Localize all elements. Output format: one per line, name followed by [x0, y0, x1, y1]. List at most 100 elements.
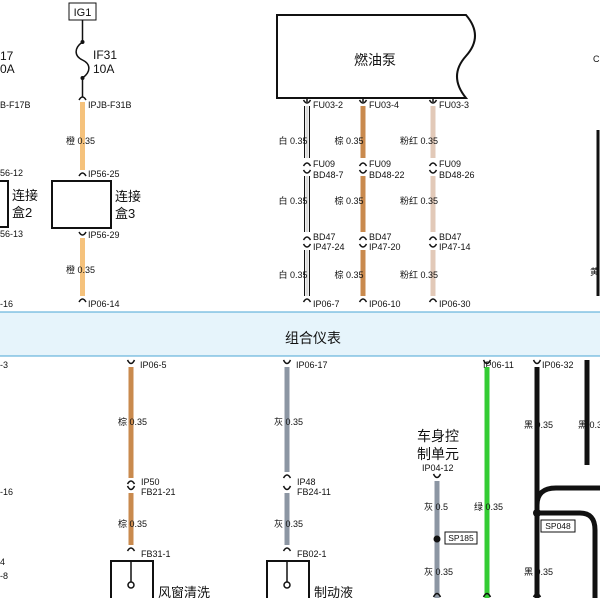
left-connector-b: 56-13 — [0, 229, 23, 239]
connector-pin-icon — [302, 99, 312, 104]
connector-pin-icon — [428, 99, 438, 104]
connector-pin-icon — [78, 172, 87, 177]
connector-pin-icon — [358, 298, 368, 303]
fuel-connector-a1: FU09 — [313, 159, 335, 169]
pump-connector: FU03-2 — [313, 100, 343, 110]
ig1-source-label: IG1 — [74, 7, 92, 19]
brake-wire-2-label: 灰 0.35 — [274, 518, 303, 529]
fuel-connector-a1: FU09 — [439, 159, 461, 169]
connector-pin-icon — [432, 592, 442, 598]
junction-box-3-label-2: 盒3 — [115, 206, 135, 221]
washer-wire-1-label: 棕 0.35 — [118, 416, 147, 427]
splice-sp185-label: SP185 — [448, 533, 474, 543]
washer-component-box — [110, 560, 154, 598]
fuel-connector-b2: IP47-14 — [439, 242, 471, 252]
fuse-if31-rating: 10A — [93, 62, 114, 76]
junction-out-connector: IP56-29 — [88, 230, 120, 240]
instrument-cluster-box — [0, 311, 600, 357]
fuel-pump-label: 燃油泵 — [354, 52, 396, 68]
left-connector-a: 56-12 — [0, 168, 23, 178]
right-edge-top-text: C — [593, 54, 600, 64]
fuel-connector-b2: IP47-20 — [369, 242, 401, 252]
brake-circuit: IP06-17 灰 0.35 IP48 FB24-11 灰 0.35 FB02-… — [266, 359, 353, 598]
junction-box-2 — [0, 180, 9, 228]
bcm-wire-1-label: 灰 0.5 — [424, 501, 448, 512]
connector-pin-icon — [358, 162, 368, 167]
connector-pin-icon — [78, 96, 87, 101]
connector-pin-icon — [302, 162, 312, 167]
connector-pin-icon — [282, 547, 292, 552]
left-fuse-label: 17 — [0, 49, 14, 63]
fuel-wire-3-label: 棕 0.35 — [334, 269, 363, 280]
connector-pin-icon — [428, 243, 438, 248]
fuel-wire-1-label: 白 0.35 — [278, 135, 307, 146]
connector-pin-icon — [428, 298, 438, 303]
connector-pin-icon — [302, 236, 312, 241]
washer-component-label: 风窗清洗 — [158, 585, 210, 598]
connector-pin-icon — [126, 485, 136, 491]
fuel-pump-box — [276, 14, 476, 99]
bcm-label-2: 制单元 — [417, 446, 459, 462]
black-circuit: IP06-32 黑 0.35 黑 0.35 SP048 黑 0.35 — [524, 359, 600, 598]
left-fuse-connector: B-F17B — [0, 100, 31, 110]
connector-pin-icon — [78, 231, 87, 236]
splice-sp185-box — [444, 531, 478, 545]
lower-left-connector-top: -3 — [0, 360, 8, 370]
fuel-cluster-connector: IP06-10 — [369, 299, 401, 309]
connector-pin-icon — [428, 236, 438, 241]
connector-pin-icon — [302, 298, 312, 303]
black-splice-wire — [537, 510, 598, 598]
fuel-connector-a1: FU09 — [369, 159, 391, 169]
black-splice-wire — [534, 485, 600, 513]
brake-mid-connector-1: IP48 — [297, 477, 316, 487]
fuel-connector-b1: BD47 — [439, 232, 462, 242]
bcm-connector: IP04-12 — [422, 463, 454, 473]
washer-terminal-icon — [127, 581, 135, 589]
washer-top-connector: IP06-5 — [140, 360, 167, 370]
ig1-wire-1-label: 橙 0.35 — [66, 135, 95, 146]
connector-pin-icon — [358, 236, 368, 241]
left-connector-c: -16 — [0, 299, 13, 309]
bcm-wire-2-label: 灰 0.35 — [424, 566, 453, 577]
fuse-if31-label: IF31 — [93, 48, 117, 62]
connector-pin-icon — [282, 359, 292, 365]
washer-circuit: IP06-5 棕 0.35 IP50 FB21-21 棕 0.35 FB31-1… — [110, 359, 210, 598]
brake-bottom-connector: FB02-1 — [297, 549, 327, 559]
connector-pin-icon — [358, 99, 368, 104]
connector-pin-icon — [428, 169, 438, 174]
fuel-cluster-connector: IP06-7 — [313, 299, 340, 309]
fuel-connector-b2: IP47-24 — [313, 242, 345, 252]
bcm-circuit: 车身控 制单元 IP04-12 灰 0.5 SP185 灰 0.35 — [417, 428, 478, 598]
brake-wire-1-label: 灰 0.35 — [274, 416, 303, 427]
ig1-top-connector: IPJB-F31B — [88, 100, 132, 110]
connector-pin-icon — [126, 359, 136, 365]
connector-pin-icon — [358, 169, 368, 174]
fuel-connector-b1: BD47 — [313, 232, 336, 242]
brake-component-box — [266, 560, 310, 598]
washer-mid-connector-1: IP50 — [141, 477, 160, 487]
pump-connector: FU03-3 — [439, 100, 469, 110]
washer-wire-2-label: 棕 0.35 — [118, 518, 147, 529]
ig1-wire-2-label: 橙 0.35 — [66, 264, 95, 275]
lower-left-connector-mid: -16 — [0, 487, 13, 497]
instrument-cluster-label: 组合仪表 — [285, 330, 341, 346]
ig1-circuit: IG1 IF31 10A IPJB-F31B 橙 0.35 IP56-25 连接… — [51, 2, 141, 309]
connector-pin-icon — [482, 592, 492, 598]
junction-box-2-label-2: 盒2 — [12, 205, 32, 220]
left-fuse-rating: 0A — [0, 62, 15, 76]
connector-pin-icon — [428, 162, 438, 167]
fuel-cluster-connector: IP06-30 — [439, 299, 471, 309]
splice-sp185-icon — [433, 535, 441, 543]
fuel-connector-b1: BD47 — [369, 232, 392, 242]
fuel-wire-2-label: 白 0.35 — [278, 195, 307, 206]
brake-mid-connector-2: FB24-11 — [297, 487, 331, 497]
lower-left-edge: -3 -16 4 -8 — [0, 360, 13, 581]
fuel-connector-a2: BD48-26 — [439, 170, 475, 180]
connector-pin-icon — [302, 243, 312, 248]
right-edge-wire-label: 黄 — [590, 266, 599, 277]
connector-pin-icon — [532, 359, 542, 365]
brake-top-connector: IP06-17 — [296, 360, 328, 370]
instrument-cluster: 组合仪表 — [0, 311, 600, 357]
